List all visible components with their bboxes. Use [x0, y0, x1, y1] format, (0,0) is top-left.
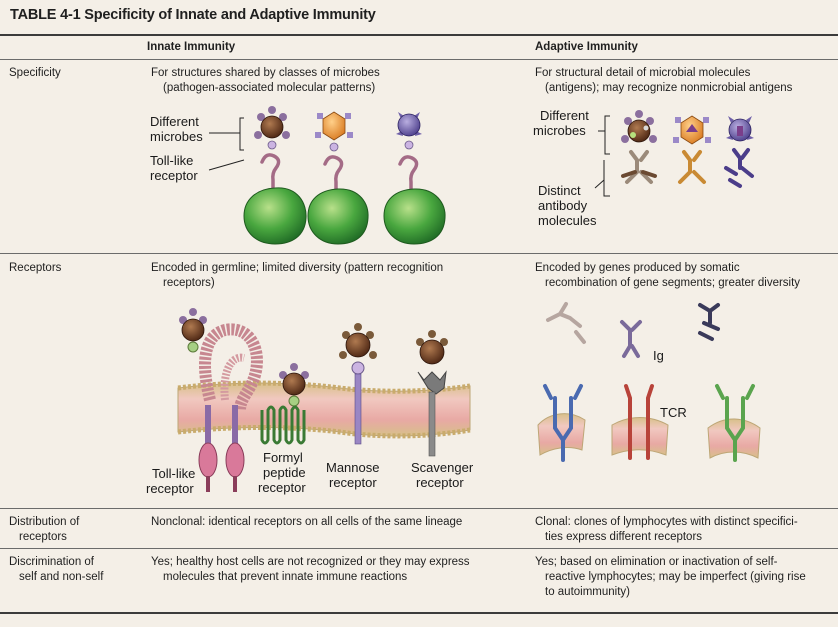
rule-header — [0, 59, 838, 60]
distribution-innate-line-1: Nonclonal: identical receptors on all ce… — [151, 516, 463, 528]
label-formyl-3: receptor — [258, 480, 306, 495]
column-header-innate: Innate Immunity — [147, 41, 236, 53]
row-label-specificity: Specificity — [9, 67, 61, 79]
specificity-adaptive-line-1: For structural detail of microbial molec… — [535, 67, 751, 79]
discrimination-adaptive-line-1: Yes; based on elimination or inactivatio… — [535, 556, 778, 568]
label-different-microbes-adaptive-1: Different — [540, 108, 589, 123]
rule-receptors — [0, 508, 838, 509]
antibody-icons — [621, 148, 754, 188]
specificity-adaptive-line-2: (antigens); may recognize nonmicrobial a… — [545, 82, 793, 94]
label-scavenger-2: receptor — [416, 475, 464, 490]
row-label-distribution-line-1: Distribution of — [9, 516, 80, 528]
label-distinct-antibody-3: molecules — [538, 213, 597, 228]
label-scavenger-1: Scavenger — [411, 460, 474, 475]
label-formyl-1: Formyl — [263, 450, 303, 465]
row-label-receptors: Receptors — [9, 262, 62, 274]
receptors-adaptive-line-2: recombination of gene segments; greater … — [545, 277, 801, 289]
specificity-innate-line-2: (pathogen-associated molecular patterns) — [163, 82, 376, 94]
host-cell-icons — [243, 187, 446, 245]
label-distinct-antibody-2: antibody — [538, 198, 588, 213]
column-header-adaptive: Adaptive Immunity — [535, 41, 638, 53]
distribution-adaptive-line-1: Clonal: clones of lymphocytes with disti… — [535, 516, 798, 528]
distribution-adaptive-line-2: ties express different receptors — [545, 531, 703, 543]
rule-top — [0, 34, 838, 36]
label-toll-like-receptor-innate-2: receptor — [150, 168, 198, 183]
row-label-distribution-line-2: receptors — [19, 531, 67, 543]
microbe-purple-icon — [396, 112, 422, 150]
microbe-brown-icon — [254, 106, 290, 150]
label-mannose-1: Mannose — [326, 460, 380, 475]
microbe-purple-icon — [726, 116, 754, 142]
receptors-innate-line-2: receptors) — [163, 277, 215, 289]
rule-distribution — [0, 548, 838, 549]
microbe-orange-icon — [315, 111, 353, 152]
toll-like-receptor-icon — [179, 308, 263, 492]
label-ig: Ig — [653, 348, 664, 363]
label-mannose-2: receptor — [329, 475, 377, 490]
microbe-brown-icon — [621, 110, 657, 143]
label-distinct-antibody-1: Distinct — [538, 183, 581, 198]
discrimination-innate-line-2: molecules that prevent innate immune rea… — [163, 571, 408, 583]
label-toll-like-receptor-2: receptor — [146, 481, 194, 496]
label-toll-like-receptor-innate-1: Toll-like — [150, 153, 194, 168]
discrimination-adaptive-line-2: reactive lymphocytes; may be imperfect (… — [545, 571, 806, 583]
label-tcr: TCR — [660, 405, 687, 420]
microbe-orange-icon — [673, 115, 711, 145]
rule-bottom — [0, 612, 838, 614]
label-toll-like-receptor-1: Toll-like — [152, 466, 196, 481]
receptors-adaptive-line-1: Encoded by genes produced by somatic — [535, 262, 740, 274]
ig-molecule-icons — [546, 302, 720, 358]
formyl-peptide-receptor-icon — [260, 363, 309, 445]
label-different-microbes-innate-2: microbes — [150, 129, 203, 144]
row-label-discrimination-line-2: self and non-self — [19, 571, 104, 583]
discrimination-innate-line-1: Yes; healthy host cells are not recogniz… — [151, 556, 470, 568]
rule-specificity — [0, 253, 838, 254]
scavenger-receptor-icon — [416, 330, 448, 457]
row-label-discrimination-line-1: Discrimination of — [9, 556, 94, 568]
adaptive-receptors-figure — [537, 302, 761, 462]
discrimination-adaptive-line-3: to autoimmunity) — [545, 586, 631, 598]
label-different-microbes-adaptive-2: microbes — [533, 123, 586, 138]
table-title: TABLE 4-1 Specificity of Innate and Adap… — [10, 7, 376, 23]
label-different-microbes-innate-1: Different — [150, 114, 199, 129]
receptors-innate-line-1: Encoded in germline; limited diversity (… — [151, 262, 444, 274]
mannose-receptor-icon — [339, 323, 377, 445]
label-formyl-2: peptide — [263, 465, 306, 480]
innate-receptors-figure — [177, 308, 471, 492]
specificity-innate-line-1: For structures shared by classes of micr… — [151, 67, 380, 79]
toll-like-receptor-hook-icons — [260, 153, 419, 192]
bcr-tcr-icons — [543, 384, 755, 462]
innate-specificity-figure — [208, 106, 446, 245]
adaptive-specificity-figure — [594, 110, 754, 197]
